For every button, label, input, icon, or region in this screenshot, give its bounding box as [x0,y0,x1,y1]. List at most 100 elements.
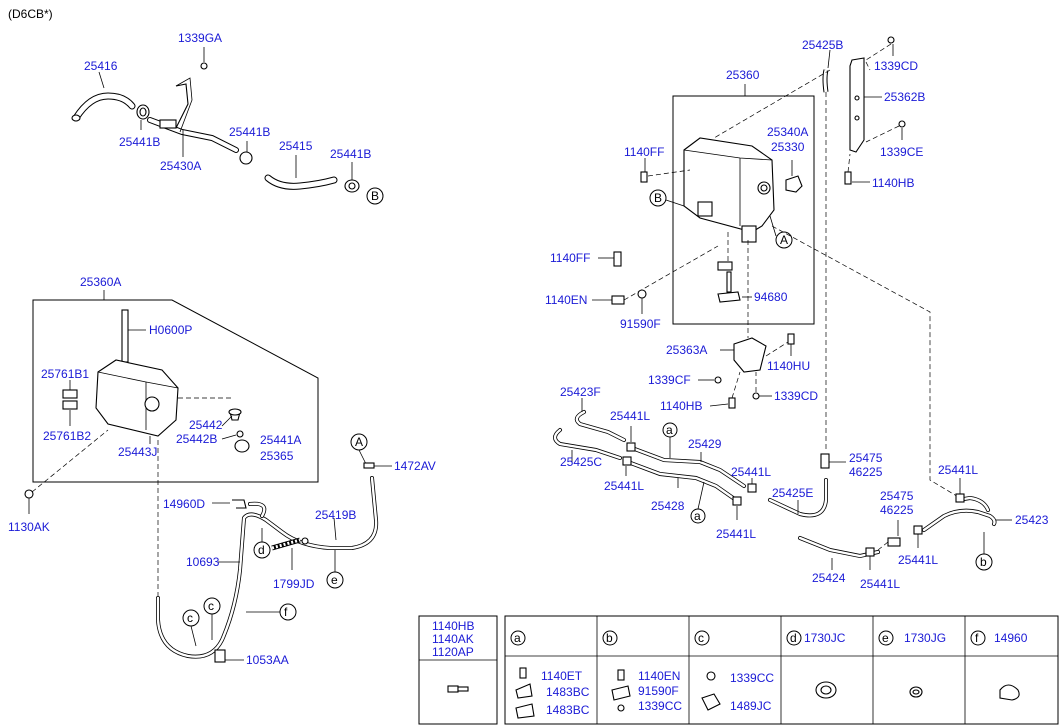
label-46225-1: 46225 [849,465,883,479]
label-25441l-4: 25441L [716,527,756,541]
label-25362b: 25362B [884,90,925,104]
label-25363a: 25363A [666,343,707,357]
bolt-1130ak [24,489,34,499]
bolt-1140hb-1 [844,171,852,185]
cap-25340a [785,175,803,193]
label-25761b2: 25761B2 [43,429,91,443]
nut-1339ce [898,120,906,128]
table-header-f: f [975,631,979,645]
callout-f-circle [279,603,297,621]
label-25428: 25428 [651,499,685,513]
label-25415: 25415 [279,139,313,153]
cell-b-line3: 1339CC [638,699,682,713]
label-25360a: 25360A [80,275,121,289]
assembly-box-25360 [672,95,815,325]
cell-a-icons [515,667,535,719]
label-25441l-6: 25441L [898,553,938,567]
label-25442: 25442 [189,418,223,432]
label-25443j: 25443J [118,445,157,459]
callout-a-2: A [780,233,788,247]
tube-25423 [922,495,997,532]
label-91590f: 91590F [620,317,661,331]
label-1140hu: 1140HU [767,359,810,373]
hose-25416 [71,92,136,122]
cell-c-line2: 1489JC [730,699,772,713]
dipstick-h0600p [121,309,129,363]
label-1339ga: 1339GA [178,31,222,45]
cell-c-line1: 1339CC [730,671,774,685]
clip-91590f [637,289,647,299]
table-first-line3: 1120AP [432,645,474,659]
label-25416: 25416 [84,59,118,73]
clamp-25441b-2 [239,151,253,165]
label-25441l-2: 25441L [604,479,644,493]
table-header-e-code: 1730JG [904,631,946,645]
label-1140hb-1: 1140HB [872,176,914,190]
label-25425c: 25425C [560,455,602,469]
valve-25475-1 [820,453,830,469]
label-46225-2: 46225 [880,503,914,517]
label-25441l-3: 25441L [731,465,771,479]
label-25340a: 25340A [767,125,808,139]
clamp-25441l-2 [622,456,632,466]
cell-a-line3: 1483BC [546,703,590,717]
callout-b-small: b [980,555,987,569]
label-25424: 25424 [812,571,846,585]
tubes-25429-25428 [626,446,746,502]
fastener-table: 1140HB 1140AK 1120AP a b c d 1730JC e 17… [418,615,1059,725]
label-1472av: 1472AV [394,459,436,473]
table-header-d: d [790,631,797,645]
label-10693: 10693 [186,555,220,569]
label-25419b: 25419B [315,508,356,522]
variant-code: (D6CB*) [8,7,53,21]
hose-25425b [822,69,829,93]
seal-25442b [236,430,244,438]
table-header-f-code: 14960 [994,631,1028,645]
label-plates-25761b [62,389,78,410]
clamp-25441b-1 [136,104,150,120]
label-25441b-1: 25441B [119,135,160,149]
bracket-25363a [733,337,767,373]
cell-a-line2: 1483BC [546,685,590,699]
callout-b-1: B [371,189,379,203]
label-25441b-2: 25441B [229,125,270,139]
pipe-25430a [147,77,239,153]
label-25475-2: 25475 [880,489,914,503]
valve-25475-2 [887,537,901,547]
label-25430a: 25430A [160,159,201,173]
grommet-1730jc-icon [815,681,837,699]
cell-b-icons [611,669,631,712]
bolt-1140hu [787,333,795,345]
label-25360: 25360 [726,68,760,82]
callout-a-small-1-text: a [666,423,673,437]
label-25423f: 25423F [560,385,601,399]
callout-c-1: c [187,611,193,625]
label-1053aa: 1053AA [246,653,289,667]
label-25425e: 25425E [772,486,813,500]
grommet-1730jg-icon [909,686,923,698]
label-1140hb-2: 1140HB [660,399,702,413]
label-1339ce: 1339CE [880,145,923,159]
grommet-1053aa [214,649,226,663]
bolt-1140en [611,295,625,305]
label-1140ff-2: 1140FF [550,251,590,265]
clamp-25441a [234,439,250,453]
label-25475-1: 25475 [849,451,883,465]
bolt-1140ff-1 [640,171,648,183]
callout-b-circle-1 [366,187,384,205]
label-25441l-5: 25441L [860,577,900,591]
clamp-25441l-1 [626,442,636,452]
clamp-25441l-4 [732,496,742,506]
clip-1472av [363,462,375,469]
label-1339cd-1: 1339CD [874,59,918,73]
bolt-1140ff-2 [613,251,622,267]
callout-a-1: A [355,435,363,449]
label-h0600p: H0600P [149,323,192,337]
callout-f: f [284,605,288,619]
label-25761b1: 25761B1 [41,367,89,381]
grommet-94680 [717,261,741,303]
cap-25442 [228,408,242,421]
label-25441b-3: 25441B [330,147,371,161]
cell-c-icons [701,671,721,711]
